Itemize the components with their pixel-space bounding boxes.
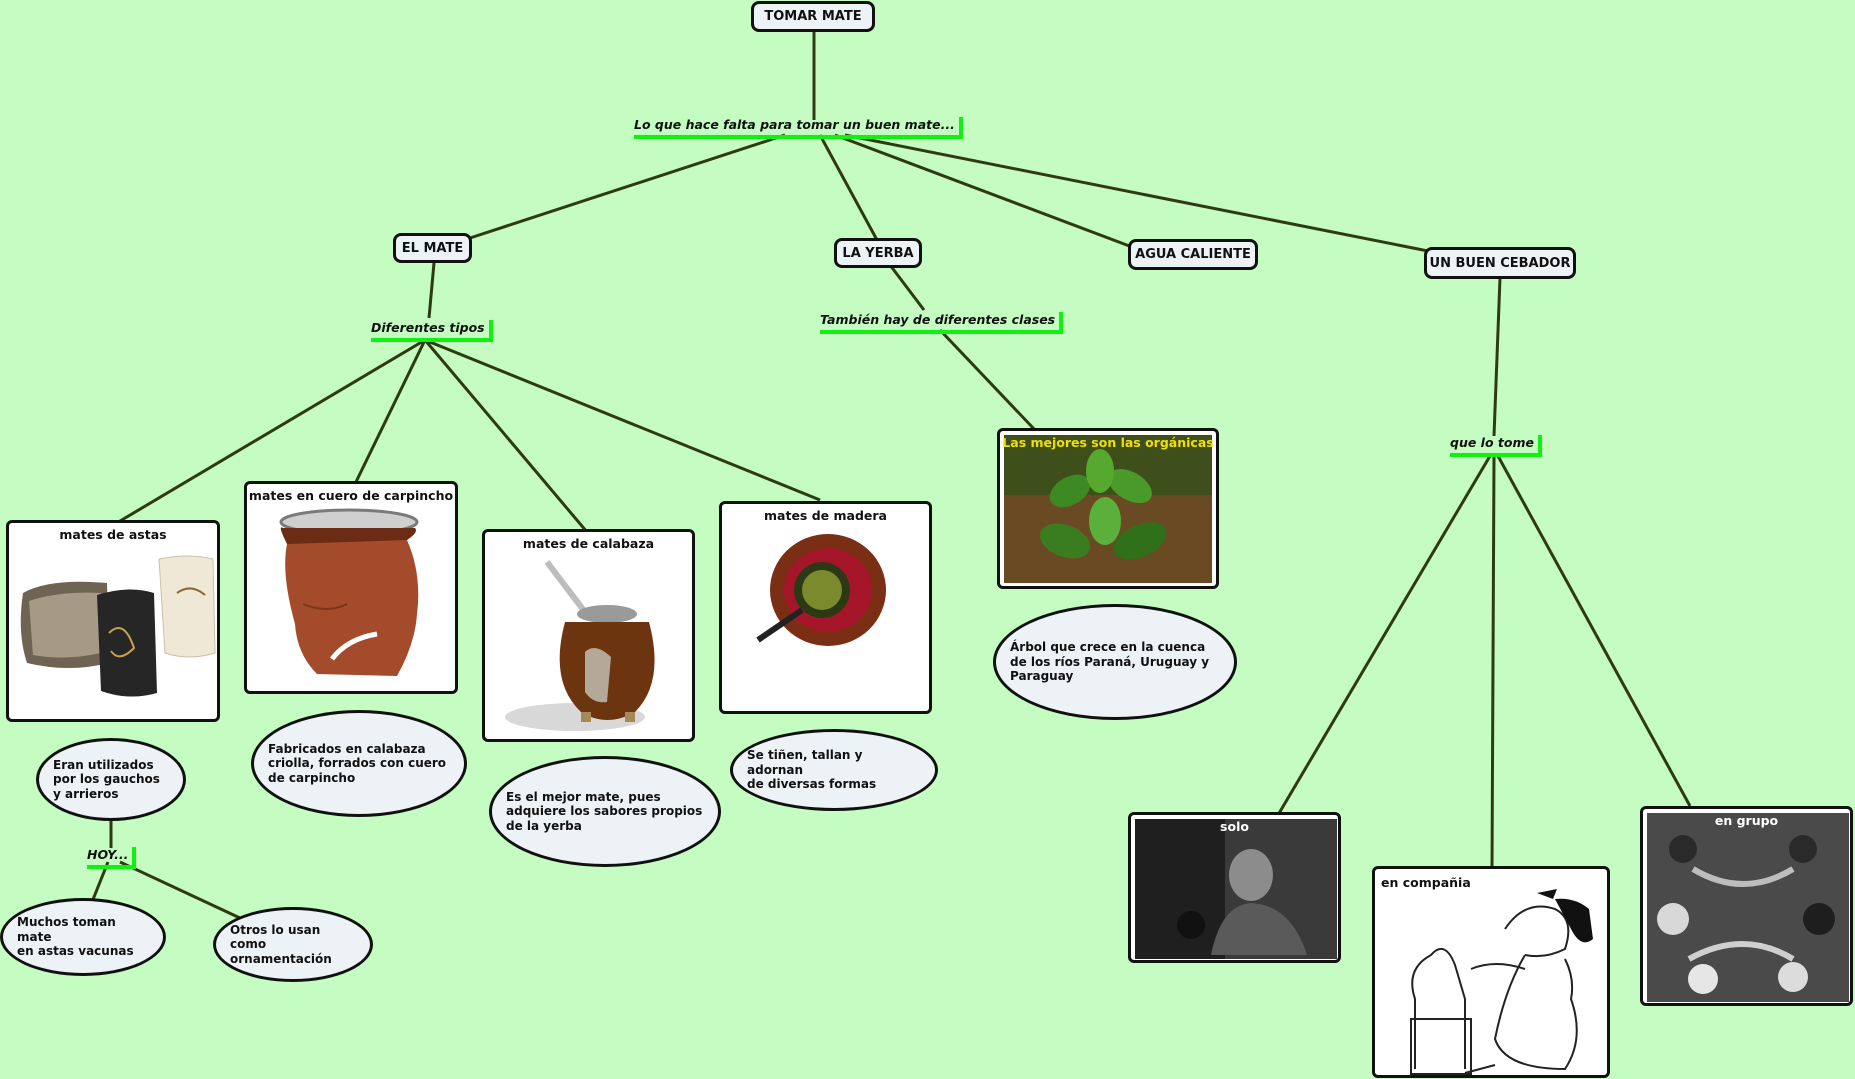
main-linking-phrase[interactable]: Lo que hace falta para tomar un buen mat… <box>634 117 963 139</box>
madera-note-text: Se tiñen, tallan y adornan de diversas f… <box>747 748 921 792</box>
horn-mates-illustration <box>9 523 220 722</box>
calabaza-mate-illustration <box>485 532 695 742</box>
carpincho-mate-illustration <box>247 484 458 694</box>
tipos-linking-phrase[interactable]: Diferentes tipos <box>371 320 493 342</box>
astas-card-title: mates de astas <box>9 527 217 542</box>
carpincho-note[interactable]: Fabricados en calabaza criolla, forrados… <box>251 710 467 817</box>
la-yerba-label: LA YERBA <box>842 246 913 261</box>
grupo-card-title: en grupo <box>1643 813 1850 828</box>
carpincho-note-text: Fabricados en calabaza criolla, forrados… <box>268 742 446 786</box>
el-mate-node[interactable]: EL MATE <box>393 233 472 263</box>
calabaza-note-text: Es el mejor mate, pues adquiere los sabo… <box>506 790 702 834</box>
hoy-linking-phrase[interactable]: HOY... <box>87 847 136 869</box>
clases-linking-phrase[interactable]: También hay de diferentes clases <box>820 312 1063 334</box>
vacunas-note-text: Muchos toman mate en astas vacunas <box>17 915 149 959</box>
solo-card[interactable]: solo <box>1128 812 1341 963</box>
madera-note[interactable]: Se tiñen, tallan y adornan de diversas f… <box>730 729 938 811</box>
compania-cartoon-illustration <box>1375 869 1610 1078</box>
ornamentacion-note[interactable]: Otros lo usan como ornamentación <box>213 907 373 982</box>
madera-card[interactable]: mates de madera <box>719 501 932 714</box>
madera-card-title: mates de madera <box>722 508 929 523</box>
compania-card-title: en compañia <box>1381 875 1607 890</box>
yerba-card[interactable]: Las mejores son las orgánicas <box>997 428 1219 589</box>
solo-card-title: solo <box>1131 819 1338 834</box>
que-lo-tome-linking-phrase[interactable]: que lo tome <box>1450 435 1542 457</box>
vacunas-note[interactable]: Muchos toman mate en astas vacunas <box>0 898 166 976</box>
grupo-card[interactable]: en grupo <box>1640 806 1853 1006</box>
cebador-label: UN BUEN CEBADOR <box>1430 256 1571 271</box>
yerba-plant-illustration <box>1000 431 1219 589</box>
yerba-note-text: Árbol que crece en la cuenca de los ríos… <box>1010 640 1209 684</box>
agua-caliente-node[interactable]: AGUA CALIENTE <box>1128 239 1258 270</box>
cebador-node[interactable]: UN BUEN CEBADOR <box>1424 247 1576 279</box>
carpincho-card[interactable]: mates en cuero de carpincho <box>244 481 458 694</box>
root-label: TOMAR MATE <box>764 9 861 24</box>
agua-caliente-label: AGUA CALIENTE <box>1135 247 1251 262</box>
calabaza-card-title: mates de calabaza <box>485 536 692 551</box>
la-yerba-node[interactable]: LA YERBA <box>834 238 922 268</box>
ornamentacion-note-text: Otros lo usan como ornamentación <box>230 923 356 967</box>
astas-note-text: Eran utilizados por los gauchos y arrier… <box>53 758 160 802</box>
yerba-card-title: Las mejores son las orgánicas <box>1000 435 1216 450</box>
yerba-note[interactable]: Árbol que crece en la cuenca de los ríos… <box>993 604 1237 720</box>
astas-card[interactable]: mates de astas <box>6 520 220 722</box>
grupo-photo-illustration <box>1643 809 1853 1006</box>
tipos-phrase-text: Diferentes tipos <box>371 320 485 335</box>
el-mate-label: EL MATE <box>402 241 463 256</box>
que-lo-tome-phrase-text: que lo tome <box>1450 435 1534 450</box>
astas-note[interactable]: Eran utilizados por los gauchos y arrier… <box>36 738 186 821</box>
madera-mate-illustration <box>722 504 932 714</box>
calabaza-note[interactable]: Es el mejor mate, pues adquiere los sabo… <box>489 756 721 867</box>
root-node[interactable]: TOMAR MATE <box>751 1 875 32</box>
clases-phrase-text: También hay de diferentes clases <box>820 312 1055 327</box>
main-phrase-text: Lo que hace falta para tomar un buen mat… <box>634 117 955 132</box>
solo-photo-illustration <box>1131 815 1341 963</box>
hoy-phrase-text: HOY... <box>87 847 128 862</box>
carpincho-card-title: mates en cuero de carpincho <box>247 488 455 503</box>
compania-card[interactable]: en compañia <box>1372 866 1610 1078</box>
calabaza-card[interactable]: mates de calabaza <box>482 529 695 742</box>
